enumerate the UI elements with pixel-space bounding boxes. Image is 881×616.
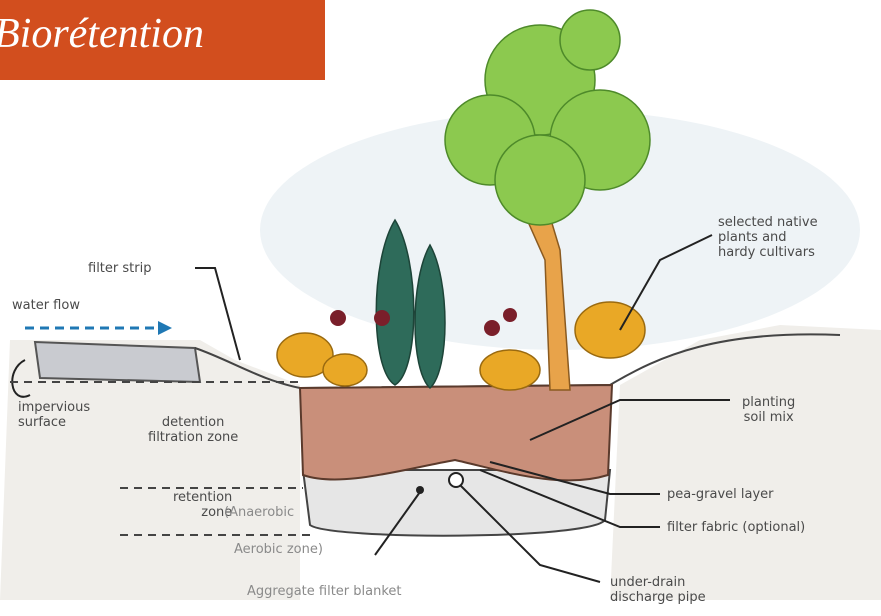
- label-native-plants: selected native plants and hardy cultiva…: [718, 215, 818, 260]
- label-filter-fabric: filter fabric (optional): [667, 520, 805, 535]
- label-water-flow: water flow: [12, 298, 80, 313]
- label-filter-strip: filter strip: [88, 261, 151, 276]
- label-aerobic: Aerobic zone): [234, 542, 323, 557]
- label-detention-zone: detention filtration zone: [148, 415, 238, 445]
- water-flow-arrowhead: [158, 321, 172, 335]
- label-anaerobic: (Anaerobic: [224, 505, 294, 520]
- diagram-title: Biorétention: [0, 10, 204, 58]
- ground-right: [610, 325, 881, 600]
- label-aggregate-filter-blanket: Aggregate filter blanket: [247, 584, 402, 599]
- planting-soil: [300, 385, 612, 480]
- title-banner: Biorétention: [0, 0, 325, 80]
- label-under-drain: under-drain discharge pipe: [610, 575, 706, 605]
- label-impervious-surface: impervious surface: [18, 400, 90, 430]
- label-planting-soil: planting soil mix: [742, 395, 795, 425]
- label-pea-gravel: pea-gravel layer: [667, 487, 774, 502]
- impervious-slab: [35, 342, 200, 382]
